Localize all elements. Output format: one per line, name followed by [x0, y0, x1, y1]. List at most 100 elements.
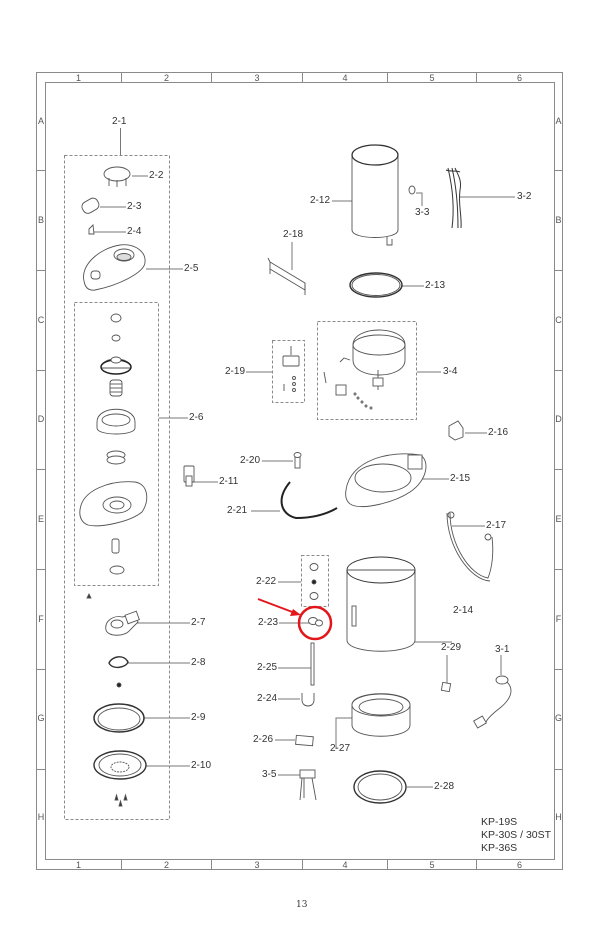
callout-2-6: 2-6: [189, 412, 204, 423]
model-kp-19s: KP-19S: [481, 816, 518, 828]
part-2-7-drawing: [105, 610, 140, 636]
grid-row-right-c: C: [555, 315, 562, 325]
callout-2-17: 2-17: [486, 520, 507, 531]
part-2-25-drawing: [310, 642, 315, 686]
part-2-10-drawing: [93, 750, 147, 780]
part-2-9-drawing: [93, 703, 145, 733]
callout-3-3: 3-3: [415, 207, 430, 218]
part-3-1-drawing: [473, 675, 512, 729]
grid-row-left-h: H: [37, 812, 45, 822]
part-3-4-drawing: [323, 329, 406, 410]
grid-col-top-2: 2: [163, 73, 169, 83]
part-2-8-drawing: [108, 656, 129, 669]
group-2-19-box: [272, 340, 305, 403]
grid-col-top-4: 4: [342, 73, 348, 83]
callout-2-21: 2-21: [227, 505, 248, 516]
callout-3-1: 3-1: [495, 644, 510, 655]
part-3-2-drawing: [445, 167, 462, 229]
part-2-22-drawing: [309, 563, 319, 600]
callout-2-12: 2-12: [310, 195, 331, 206]
callout-2-16: 2-16: [488, 427, 509, 438]
part-2-6-drawing: [79, 313, 148, 575]
part-2-23-drawing: [308, 617, 323, 627]
callout-2-11: 2-11: [219, 476, 239, 487]
grid-row-left-c: C: [37, 315, 45, 325]
grid-row-right-b: B: [555, 215, 562, 225]
grid-row-right-e: E: [555, 514, 562, 524]
grid-row-right-d: D: [555, 414, 562, 424]
callout-2-25: 2-25: [257, 662, 278, 673]
grid-row-right-a: A: [555, 116, 562, 126]
grid-col-bottom-4: 4: [342, 860, 348, 870]
group-2-1-box: [64, 155, 170, 820]
callout-2-26: 2-26: [253, 734, 274, 745]
callout-2-28: 2-28: [434, 781, 455, 792]
part-2-20-drawing: [293, 452, 302, 469]
callout-2-2: 2-2: [149, 170, 164, 181]
callout-2-29: 2-29: [441, 642, 462, 653]
callout-2-18: 2-18: [283, 229, 304, 240]
highlight-circle: [297, 605, 333, 641]
part-2-14-drawing: [346, 556, 416, 652]
part-3-5-drawing: [299, 769, 317, 801]
callout-2-3: 2-3: [127, 201, 142, 212]
callout-2-13: 2-13: [425, 280, 446, 291]
grid-row-left-d: D: [37, 414, 45, 424]
part-2-19-drawing: [282, 346, 300, 392]
grid-row-right-h: H: [555, 812, 562, 822]
group-3-4-box: [317, 321, 417, 420]
callout-2-10: 2-10: [191, 760, 212, 771]
part-2-16-drawing: [448, 420, 464, 441]
grid-col-bottom-1: 1: [75, 860, 81, 870]
part-3-3-drawing: [408, 185, 416, 195]
callout-3-2: 3-2: [517, 191, 532, 202]
highlight-arrow-head: [290, 609, 301, 616]
group-2-6-box: [74, 302, 159, 586]
callout-2-1: 2-1: [112, 116, 127, 127]
callout-2-22: 2-22: [256, 576, 277, 587]
callout-2-24: 2-24: [257, 693, 278, 704]
model-list: KP-19S KP-30S / 30ST KP-36S: [481, 816, 551, 855]
page-number: 13: [296, 900, 308, 910]
callout-2-14: 2-14: [453, 605, 474, 616]
callout-2-23: 2-23: [258, 617, 279, 628]
grid-row-right-g: G: [555, 713, 563, 723]
callout-2-7: 2-7: [191, 617, 206, 628]
grid-col-bottom-2: 2: [163, 860, 169, 870]
callout-2-19: 2-19: [225, 366, 246, 377]
callout-2-15: 2-15: [450, 473, 471, 484]
part-2-2-drawing: [103, 166, 131, 187]
part-2-26-drawing: [295, 734, 314, 747]
part-2-18-drawing: [267, 257, 306, 295]
callout-3-4: 3-4: [443, 366, 458, 377]
part-2-4-drawing: [88, 224, 95, 235]
part-2-29-drawing: [440, 681, 452, 693]
grid-row-left-e: E: [37, 514, 44, 524]
grid-col-top-1: 1: [75, 73, 81, 83]
callout-2-20: 2-20: [240, 455, 261, 466]
grid-col-top-3: 3: [254, 73, 260, 83]
grid-col-bottom-6: 6: [516, 860, 522, 870]
model-kp-36s: KP-36S: [481, 842, 518, 854]
grid-row-left-a: A: [37, 116, 44, 126]
part-2-3-drawing: [81, 197, 100, 214]
grid-col-top-6: 6: [516, 73, 522, 83]
part-2-24-drawing: [301, 693, 315, 707]
part-2-28-drawing: [353, 770, 407, 804]
callout-3-5: 3-5: [262, 769, 277, 780]
grid-col-bottom-5: 5: [429, 860, 435, 870]
model-kp-30s: KP-30S / 30ST: [481, 829, 552, 841]
part-2-15-drawing: [345, 453, 427, 507]
part-2-27-drawing: [351, 693, 411, 737]
grid-row-left-b: B: [37, 215, 44, 225]
part-2-17-drawing: [446, 511, 494, 582]
part-2-5-drawing: [83, 244, 146, 291]
highlight-arrow-shaft: [257, 598, 296, 614]
highlight-annotation: [257, 598, 333, 641]
grid-row-left-g: G: [37, 713, 45, 723]
callout-2-27: 2-27: [330, 743, 351, 754]
callout-2-4: 2-4: [127, 226, 142, 237]
grid-col-top-5: 5: [429, 73, 435, 83]
grid-col-bottom-3: 3: [254, 860, 260, 870]
